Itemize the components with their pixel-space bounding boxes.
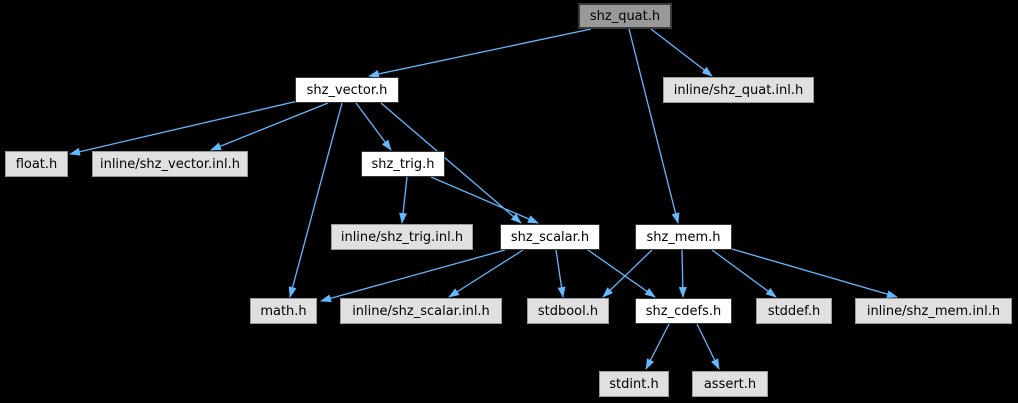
node-shz-vector-h[interactable]: shz_vector.h	[295, 77, 399, 103]
edge-shz-trig-h-to-shz-scalar-h	[430, 176, 539, 224]
edge-shz-cdefs-h-to-stdint-h	[645, 323, 670, 370]
edge-shz-mem-h-to-stdbool-h	[602, 249, 653, 298]
node-label-stdbool-h: stdbool.h	[537, 303, 599, 319]
node-label-stddef-h: stddef.h	[767, 303, 821, 319]
node-math-h[interactable]: math.h	[250, 298, 317, 324]
node-label-float-h: float.h	[15, 156, 58, 172]
node-label-shz-trig-h: shz_trig.h	[371, 156, 435, 172]
node-label-inline-shz-trig-inl-h: inline/shz_trig.inl.h	[340, 229, 464, 245]
node-shz-scalar-h[interactable]: shz_scalar.h	[500, 224, 600, 250]
edge-shz-cdefs-h-to-assert-h	[696, 323, 720, 370]
node-shz-mem-h[interactable]: shz_mem.h	[635, 224, 732, 250]
edge-shz-quat-h-to-inline-shz-quat-inl-h	[650, 28, 713, 77]
edge-shz-quat-h-to-shz-mem-h	[628, 28, 680, 224]
node-shz-quat-h[interactable]: shz_quat.h	[578, 3, 672, 29]
node-float-h[interactable]: float.h	[5, 151, 68, 177]
node-stdint-h[interactable]: stdint.h	[599, 371, 669, 397]
node-shz-trig-h[interactable]: shz_trig.h	[361, 151, 445, 177]
node-inline-shz-quat-inl-h[interactable]: inline/shz_quat.inl.h	[663, 77, 814, 103]
edge-shz-vector-h-to-float-h	[69, 100, 299, 156]
node-inline-shz-vector-inl-h[interactable]: inline/shz_vector.inl.h	[92, 151, 248, 177]
node-label-shz-quat-h: shz_quat.h	[589, 8, 661, 24]
node-shz-cdefs-h[interactable]: shz_cdefs.h	[635, 298, 732, 324]
node-label-inline-shz-scalar-inl-h: inline/shz_scalar.inl.h	[352, 303, 490, 319]
edge-shz-mem-h-to-shz-cdefs-h	[678, 249, 687, 298]
node-stddef-h[interactable]: stddef.h	[756, 298, 832, 324]
node-label-shz-cdefs-h: shz_cdefs.h	[645, 303, 722, 319]
node-label-inline-shz-quat-inl-h: inline/shz_quat.inl.h	[673, 82, 804, 98]
edge-shz-vector-h-to-shz-scalar-h	[380, 102, 522, 224]
node-label-assert-h: assert.h	[703, 376, 757, 392]
edge-shz-trig-h-to-inline-shz-trig-inl-h	[399, 176, 408, 224]
node-inline-shz-mem-inl-h[interactable]: inline/shz_mem.inl.h	[855, 298, 1012, 324]
node-label-stdint-h: stdint.h	[609, 376, 659, 392]
node-inline-shz-scalar-inl-h[interactable]: inline/shz_scalar.inl.h	[340, 298, 502, 324]
node-label-shz-vector-h: shz_vector.h	[306, 82, 388, 98]
edge-shz-scalar-h-to-math-h	[320, 249, 506, 303]
edge-shz-quat-h-to-shz-vector-h	[368, 28, 592, 78]
edge-shz-vector-h-to-math-h	[288, 102, 343, 298]
edge-shz-scalar-h-to-stdbool-h	[555, 249, 566, 298]
node-label-inline-shz-mem-inl-h: inline/shz_mem.inl.h	[866, 303, 1001, 319]
edges-group	[69, 28, 898, 370]
node-label-shz-scalar-h: shz_scalar.h	[510, 229, 590, 245]
node-label-math-h: math.h	[260, 303, 307, 319]
node-inline-shz-trig-inl-h[interactable]: inline/shz_trig.inl.h	[331, 224, 473, 250]
edge-shz-mem-h-to-inline-shz-mem-inl-h	[731, 248, 898, 299]
edge-shz-scalar-h-to-shz-cdefs-h	[587, 249, 656, 298]
edge-shz-vector-h-to-inline-shz-vector-inl-h	[210, 102, 329, 151]
node-label-inline-shz-vector-inl-h: inline/shz_vector.inl.h	[99, 156, 241, 172]
node-stdbool-h[interactable]: stdbool.h	[527, 298, 609, 324]
edge-shz-mem-h-to-stddef-h	[711, 249, 777, 298]
node-assert-h[interactable]: assert.h	[692, 371, 768, 397]
edge-shz-scalar-h-to-inline-shz-scalar-inl-h	[448, 249, 524, 298]
node-label-shz-mem-h: shz_mem.h	[646, 229, 721, 245]
edge-shz-vector-h-to-shz-trig-h	[355, 102, 392, 151]
